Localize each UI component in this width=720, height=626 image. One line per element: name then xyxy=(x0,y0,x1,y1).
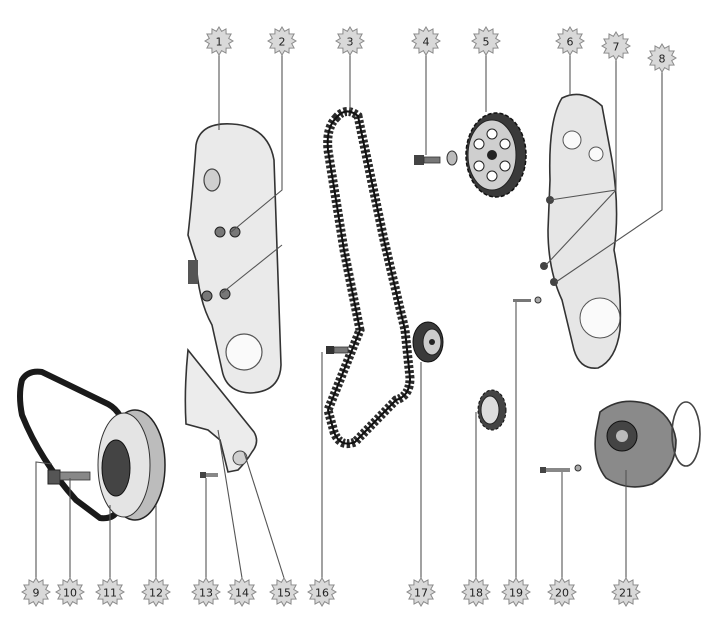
starburst-icon xyxy=(95,577,125,607)
callout-number: 11 xyxy=(103,587,117,600)
leader-lines xyxy=(35,55,663,579)
callout-badge-3: 3 xyxy=(335,26,365,56)
starburst-icon xyxy=(406,577,436,607)
leader-line-7-b xyxy=(545,189,617,266)
callout-number: 13 xyxy=(199,587,213,600)
callout-badge-10: 10 xyxy=(55,577,85,607)
starburst-icon xyxy=(307,577,337,607)
callout-number: 10 xyxy=(63,587,77,600)
starburst-icon xyxy=(555,26,585,56)
timing-belt xyxy=(323,107,415,449)
callout-badge-1: 1 xyxy=(204,26,234,56)
camshaft-sprocket xyxy=(465,112,527,198)
callout-badge-6: 6 xyxy=(555,26,585,56)
callout-number: 20 xyxy=(555,587,569,600)
pump-bolt xyxy=(540,464,582,473)
starburst-icon xyxy=(269,577,299,607)
callout-badge-21: 21 xyxy=(611,577,641,607)
callout-badge-9: 9 xyxy=(21,577,51,607)
starburst-icon xyxy=(611,577,641,607)
starburst-icon xyxy=(204,26,234,56)
callout-number: 12 xyxy=(149,587,163,600)
callout-number: 1 xyxy=(216,36,223,49)
cover-bolt xyxy=(513,296,542,304)
starburst-icon xyxy=(191,577,221,607)
upper-timing-cover xyxy=(187,123,282,394)
crankshaft-sprocket xyxy=(477,389,507,431)
starburst-icon xyxy=(335,26,365,56)
callout-number: 6 xyxy=(567,36,574,49)
starburst-icon xyxy=(647,43,677,73)
starburst-icon xyxy=(267,26,297,56)
rear-timing-plate xyxy=(540,93,622,369)
leader-line-15 xyxy=(243,451,285,579)
callout-badge-13: 13 xyxy=(191,577,221,607)
callout-badge-17: 17 xyxy=(406,577,436,607)
tensioner-bolt xyxy=(326,346,349,354)
pulley-bolt xyxy=(47,469,91,485)
leader-line-14 xyxy=(217,429,243,579)
starburst-icon xyxy=(461,577,491,607)
starburst-icon xyxy=(471,26,501,56)
callout-badge-2: 2 xyxy=(267,26,297,56)
starburst-icon xyxy=(411,26,441,56)
starburst-icon xyxy=(21,577,51,607)
callout-number: 14 xyxy=(235,587,249,600)
leader-line-2 xyxy=(229,55,283,234)
callout-number: 3 xyxy=(347,36,354,49)
callout-badge-8: 8 xyxy=(647,43,677,73)
callout-badge-7: 7 xyxy=(601,31,631,61)
callout-number: 18 xyxy=(469,587,483,600)
callout-number: 5 xyxy=(483,36,490,49)
lower-timing-cover xyxy=(184,347,258,478)
starburst-icon xyxy=(141,577,171,607)
callout-number: 15 xyxy=(277,587,291,600)
starburst-icon xyxy=(547,577,577,607)
starburst-icon xyxy=(55,577,85,607)
callout-badge-18: 18 xyxy=(461,577,491,607)
callout-badge-16: 16 xyxy=(307,577,337,607)
callout-number: 19 xyxy=(509,587,523,600)
callout-badge-19: 19 xyxy=(501,577,531,607)
callout-number: 7 xyxy=(613,41,620,54)
leader-line-8 xyxy=(555,72,663,283)
starburst-icon xyxy=(601,31,631,61)
callout-number: 21 xyxy=(619,587,633,600)
leader-line-9 xyxy=(35,461,53,578)
callout-number: 4 xyxy=(423,36,430,49)
tensioner-pulley xyxy=(412,321,444,363)
callout-badge-14: 14 xyxy=(227,577,257,607)
leader-line-2-b xyxy=(221,244,283,294)
callout-number: 9 xyxy=(33,587,40,600)
callout-badge-20: 20 xyxy=(547,577,577,607)
callout-badge-11: 11 xyxy=(95,577,125,607)
sprocket-bolt xyxy=(414,150,458,166)
water-pump xyxy=(594,400,701,488)
crankshaft-pulley xyxy=(97,409,166,521)
callout-badge-5: 5 xyxy=(471,26,501,56)
callout-badge-15: 15 xyxy=(269,577,299,607)
callout-badge-12: 12 xyxy=(141,577,171,607)
callout-badge-4: 4 xyxy=(411,26,441,56)
starburst-icon xyxy=(501,577,531,607)
callout-number: 17 xyxy=(414,587,428,600)
callout-number: 2 xyxy=(279,36,286,49)
callout-number: 8 xyxy=(659,53,666,66)
callout-number: 16 xyxy=(315,587,329,600)
starburst-icon xyxy=(227,577,257,607)
